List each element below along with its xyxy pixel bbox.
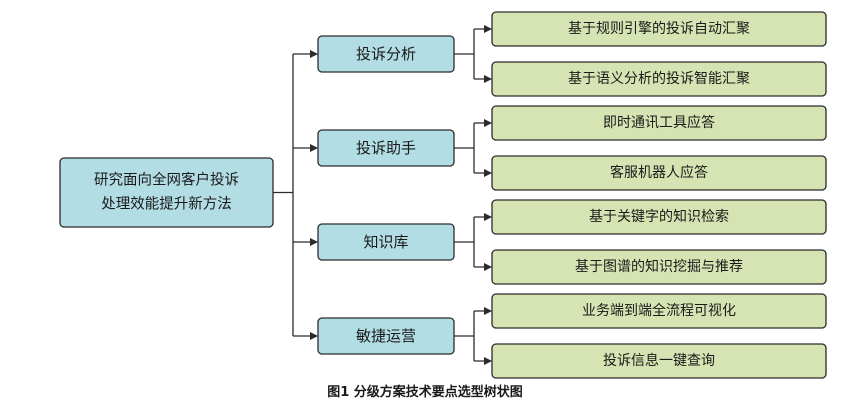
root-node [59, 157, 274, 228]
branch-node-1 [317, 35, 455, 73]
leaf-label-2-2: 客服机器人应答 [610, 164, 708, 181]
leaf-label-3-2: 基于图谱的知识挖掘与推荐 [575, 258, 743, 275]
leaf-node-1-2 [491, 61, 827, 97]
figure-caption: 图1 分级方案技术要点选型树状图 [327, 385, 523, 400]
branch-node-2 [317, 129, 455, 167]
leaf-label-2-1: 即时通讯工具应答 [603, 114, 715, 131]
connector-lines [273, 25, 492, 365]
leaf-label-1-2: 基于语义分析的投诉智能汇聚 [568, 70, 750, 87]
leaf-node-4-1 [491, 293, 827, 329]
leaf-node-2-2 [491, 155, 827, 191]
leaf-label-4-2: 投诉信息一键查询 [603, 352, 715, 369]
leaf-label-1-1: 基于规则引擎的投诉自动汇聚 [568, 20, 750, 37]
branch-label-3: 知识库 [363, 233, 408, 251]
leaf-node-4-2 [491, 343, 827, 379]
leaf-node-2-1 [491, 105, 827, 141]
leaf-node-3-1 [491, 199, 827, 235]
leaf-label-4-1: 业务端到端全流程可视化 [582, 302, 736, 319]
leaf-label-3-1: 基于关键字的知识检索 [589, 208, 729, 225]
branch-label-2: 投诉助手 [356, 139, 416, 157]
leaf-node-1-1 [491, 11, 827, 47]
leaf-node-3-2 [491, 249, 827, 285]
root-label-line-1: 研究面向全网客户投诉 [94, 171, 239, 189]
branch-label-4: 敏捷运营 [356, 327, 416, 345]
branch-label-1: 投诉分析 [356, 45, 416, 63]
branch-node-4 [317, 317, 455, 355]
branch-node-3 [317, 223, 455, 261]
root-label-line-2: 处理效能提升新方法 [101, 196, 232, 213]
